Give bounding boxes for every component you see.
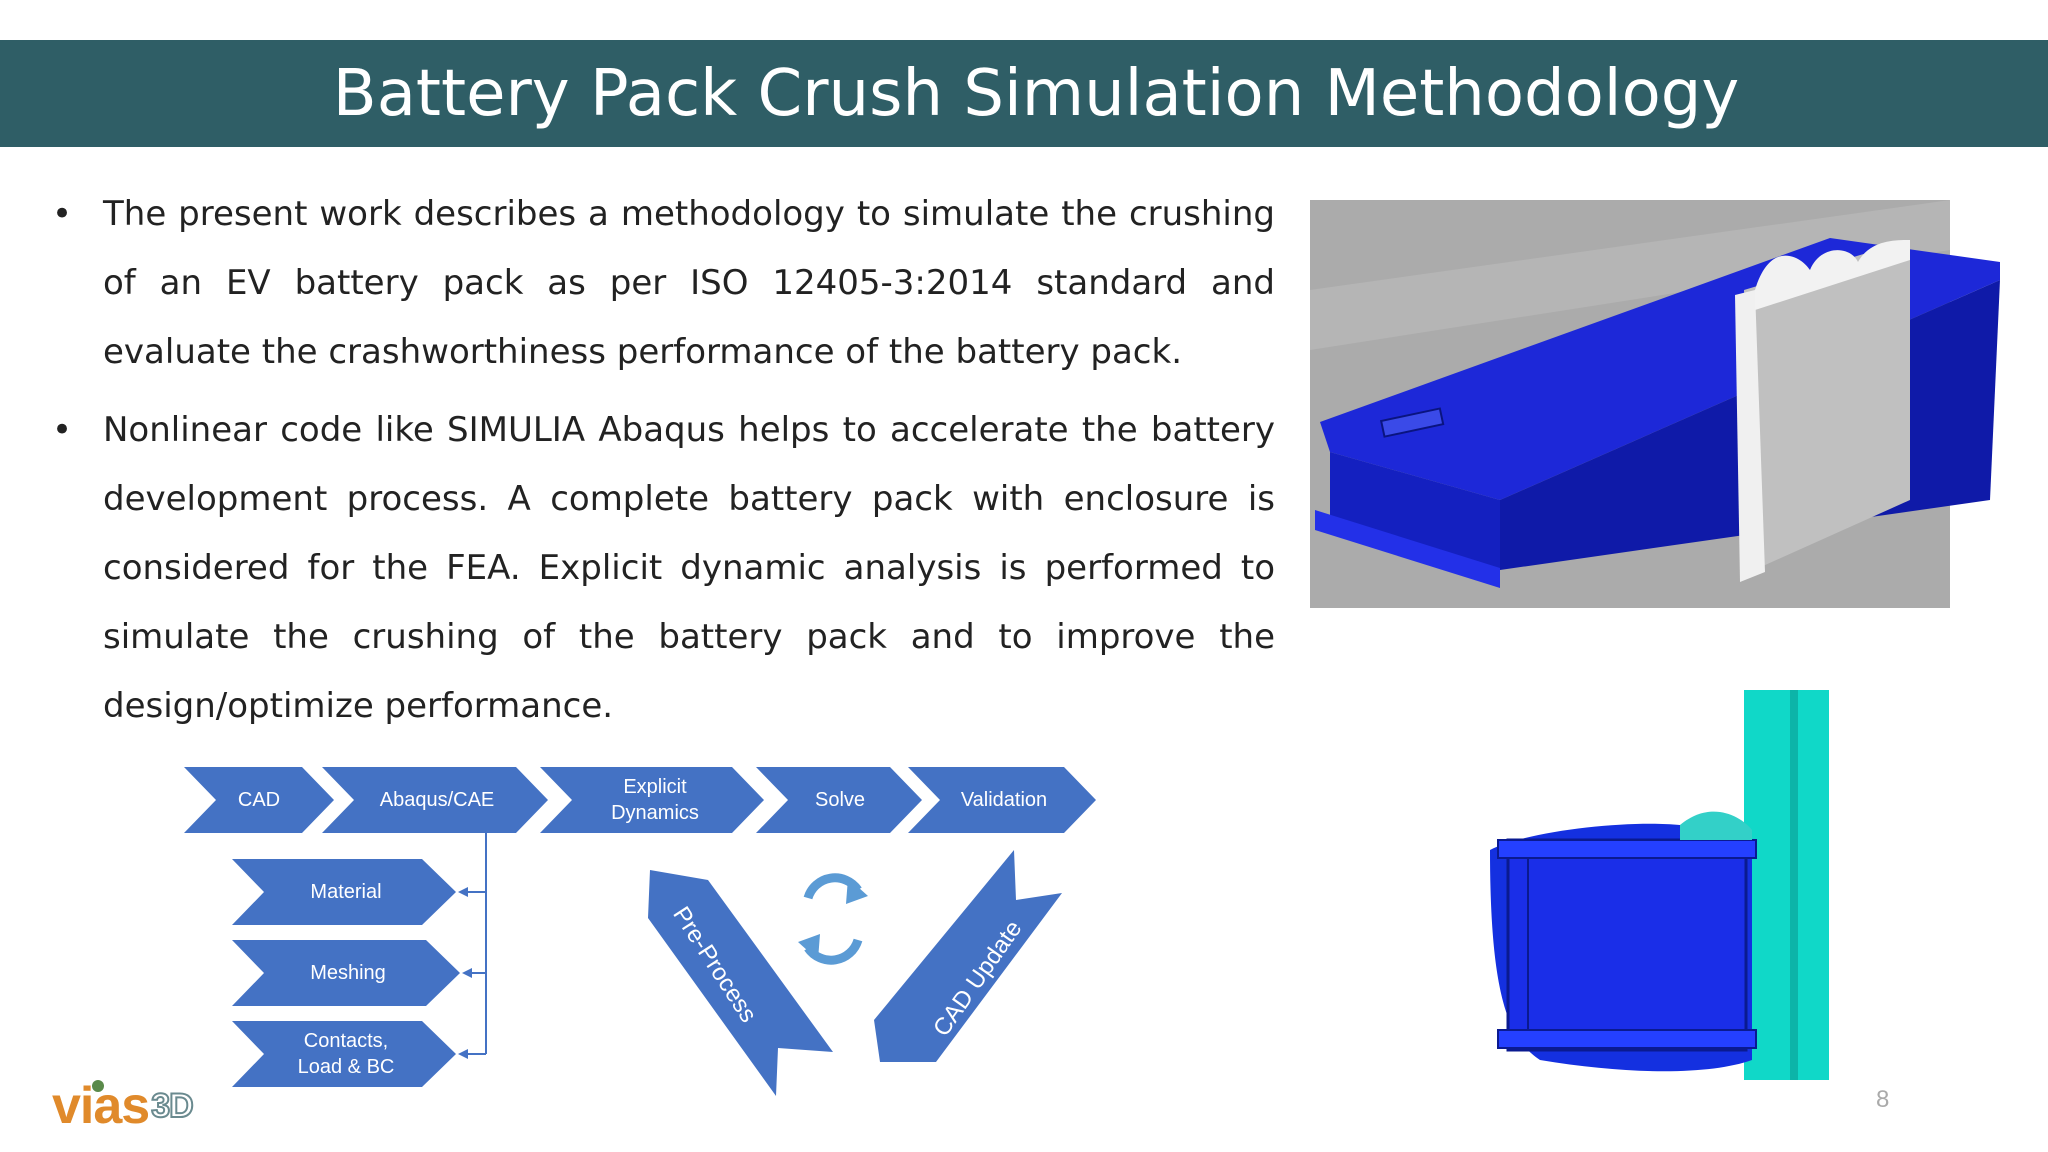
chevron-explicit-dynamics bbox=[540, 767, 764, 833]
chevron-meshing bbox=[232, 940, 460, 1006]
title-bar bbox=[0, 40, 2048, 147]
battery-bottom-flange bbox=[1497, 1029, 1757, 1049]
image-floor-shade bbox=[1310, 200, 1950, 350]
connector-arrowhead bbox=[462, 968, 472, 978]
cad-update-arrow bbox=[874, 850, 1062, 1062]
logo-dot bbox=[92, 1080, 104, 1092]
contact-region bbox=[1680, 811, 1752, 840]
step-label-validation: Validation bbox=[960, 789, 1048, 811]
battery-top-flange bbox=[1497, 839, 1757, 859]
chevron-solve bbox=[756, 767, 922, 833]
step-label-abaqus-cae: Abaqus/CAE bbox=[379, 789, 495, 811]
step-label-cad: CAD bbox=[237, 789, 281, 811]
impactor-plate bbox=[1744, 690, 1829, 1080]
chevron-cad bbox=[184, 767, 334, 833]
impactor-side bbox=[1744, 240, 1910, 570]
slide-title: Battery Pack Crush Simulation Methodolog… bbox=[332, 56, 1740, 131]
pre-process-arrow bbox=[648, 870, 833, 1096]
substep-label-contacts: Contacts, Load & BC bbox=[297, 1030, 395, 1078]
battery-connector bbox=[1379, 407, 1445, 438]
impactor-top-cylinders bbox=[1755, 240, 1910, 310]
crushed-battery-image bbox=[1490, 690, 1829, 1080]
substep-label-material: Material bbox=[310, 881, 382, 903]
battery-body bbox=[1506, 838, 1748, 1052]
substep-label-meshing: Meshing bbox=[310, 962, 386, 984]
cycle-arrowhead-bottom bbox=[798, 934, 820, 960]
impactor-plate-edge bbox=[1790, 690, 1798, 1080]
impactor-face bbox=[1735, 290, 1765, 582]
logo-suffix: 3D bbox=[150, 1086, 195, 1126]
vias3d-logo: vias3D bbox=[52, 1076, 195, 1136]
connector-arrowhead bbox=[458, 887, 468, 897]
chevron-contacts bbox=[232, 1021, 456, 1087]
cycle-arrowhead-top bbox=[846, 878, 868, 904]
chevron-validation bbox=[908, 767, 1096, 833]
step-label-solve: Solve bbox=[814, 789, 866, 811]
page-number: 8 bbox=[1876, 1086, 1890, 1113]
connector-arrowhead bbox=[458, 1049, 468, 1059]
battery-impactor-3d-image bbox=[1310, 200, 2000, 608]
chevron-abaqus-cae bbox=[322, 767, 548, 833]
chevron-material bbox=[232, 859, 456, 925]
battery-front-face bbox=[1330, 452, 1500, 570]
step-label-explicit-dynamics: Explicit Dynamics bbox=[611, 776, 699, 824]
battery-flange bbox=[1315, 510, 1500, 588]
